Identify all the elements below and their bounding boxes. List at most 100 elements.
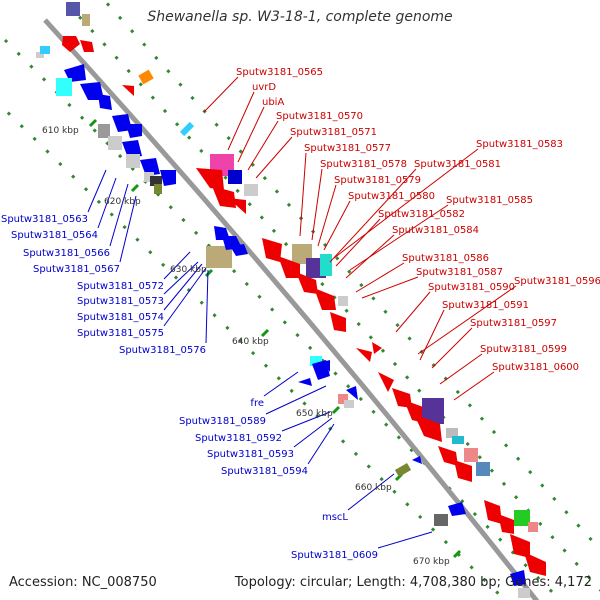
gene-arrow-forward bbox=[212, 186, 236, 208]
gene-label-reverse: Sputw3181_0592 bbox=[195, 433, 282, 444]
leader-line bbox=[163, 251, 191, 280]
gene-arrow-reverse bbox=[126, 124, 142, 138]
gene-box-forward bbox=[476, 462, 490, 476]
scale-tick bbox=[88, 118, 98, 128]
track-inner-reverse bbox=[3, 38, 563, 600]
gene-label-forward: Sputw3181_0570 bbox=[276, 111, 363, 122]
gene-label-reverse: Sputw3181_0574 bbox=[77, 312, 164, 323]
gene-label-forward: Sputw3181_0571 bbox=[290, 127, 377, 138]
leader-line bbox=[333, 148, 479, 259]
leader-line bbox=[265, 385, 327, 415]
scale-tick bbox=[331, 405, 341, 415]
gene-arrow-reverse bbox=[80, 82, 104, 100]
gene-label-forward: Sputw3181_0600 bbox=[492, 362, 579, 373]
gene-box-reverse bbox=[150, 176, 162, 186]
gene-arrow-forward bbox=[356, 348, 372, 362]
gene-label-reverse: Sputw3181_0594 bbox=[221, 466, 308, 477]
gene-box-forward bbox=[452, 436, 464, 444]
gene-label-forward: Sputw3181_0581 bbox=[414, 159, 501, 170]
gene-box-reverse bbox=[154, 184, 162, 194]
gene-label-forward: Sputw3181_0584 bbox=[392, 225, 479, 236]
gene-arrow-forward bbox=[454, 460, 472, 482]
gene-label-reverse: Sputw3181_0572 bbox=[77, 281, 164, 292]
gene-label-forward: Sputw3181_0577 bbox=[304, 143, 391, 154]
scale-label: 610 kbp bbox=[42, 126, 79, 136]
gene-box-reverse bbox=[434, 514, 448, 526]
leader-line bbox=[317, 184, 337, 247]
leader-line bbox=[419, 309, 445, 361]
gene-arrow-reverse bbox=[412, 456, 422, 464]
leader-line bbox=[395, 291, 431, 333]
leader-line bbox=[377, 531, 433, 549]
gene-label-reverse: Sputw3181_0593 bbox=[207, 449, 294, 460]
leader-line bbox=[323, 200, 351, 251]
gene-label-reverse: Sputw3181_0563 bbox=[1, 214, 88, 225]
gene-box-forward bbox=[514, 510, 530, 526]
leader-line bbox=[355, 262, 405, 293]
gene-arrow-forward bbox=[438, 446, 458, 466]
gene-arrow-forward bbox=[228, 198, 246, 214]
gene-label-forward: ubiA bbox=[262, 97, 284, 108]
leader-line bbox=[109, 183, 129, 247]
gene-label-reverse: fre bbox=[250, 398, 264, 409]
leader-line bbox=[255, 136, 293, 179]
gene-label-reverse: Sputw3181_0567 bbox=[33, 264, 120, 275]
gene-label-reverse: Sputw3181_0573 bbox=[77, 296, 164, 307]
leader-line bbox=[263, 371, 299, 397]
leader-line bbox=[349, 204, 449, 271]
gene-box-forward bbox=[320, 254, 332, 276]
leader-line bbox=[335, 218, 381, 267]
gene-box-reverse bbox=[36, 52, 44, 58]
gene-label-reverse: Sputw3181_0576 bbox=[119, 345, 206, 356]
gene-label-forward: Sputw3181_0578 bbox=[320, 159, 407, 170]
gene-box-forward bbox=[179, 121, 195, 137]
gene-arrow-forward bbox=[122, 85, 134, 96]
gene-arrow-forward bbox=[372, 342, 382, 354]
gene-arrow-forward bbox=[62, 36, 80, 52]
leader-line bbox=[361, 276, 419, 299]
gene-arrow-reverse bbox=[322, 360, 330, 372]
gene-label-forward: Sputw3181_0590 bbox=[428, 282, 515, 293]
gene-arrow-forward bbox=[524, 552, 546, 576]
gene-label-forward: Sputw3181_0585 bbox=[446, 195, 533, 206]
gene-label-forward: Sputw3181_0582 bbox=[378, 209, 465, 220]
gene-arrow-forward bbox=[314, 288, 336, 310]
reverse-genes bbox=[36, 2, 530, 598]
gene-label-reverse: Sputw3181_0589 bbox=[179, 416, 266, 427]
gene-arrow-reverse bbox=[346, 386, 358, 400]
leader-line bbox=[87, 169, 107, 213]
scale-tick bbox=[130, 183, 140, 193]
track-outer-reverse bbox=[0, 102, 508, 600]
gene-label-reverse: Sputw3181_0564 bbox=[11, 230, 98, 241]
gene-box-reverse bbox=[108, 136, 122, 150]
gene-label-forward: Sputw3181_0565 bbox=[236, 67, 323, 78]
gene-box-reverse bbox=[82, 14, 90, 26]
forward-genes bbox=[62, 36, 546, 576]
gene-box-forward bbox=[464, 448, 478, 462]
scale-label: 620 kbp bbox=[104, 197, 141, 207]
gene-arrow-reverse bbox=[230, 244, 248, 256]
gene-arrow-forward bbox=[414, 414, 442, 442]
leader-line bbox=[453, 371, 495, 401]
gene-box-reverse bbox=[518, 588, 530, 598]
gene-arrow-reverse bbox=[448, 502, 466, 516]
gene-arrow-forward bbox=[510, 534, 530, 558]
gene-box-reverse bbox=[126, 154, 140, 168]
gene-arrow-forward bbox=[498, 514, 514, 534]
gene-arrow-forward bbox=[330, 312, 346, 332]
leader-line bbox=[307, 423, 335, 465]
leader-line bbox=[203, 76, 239, 113]
gene-box-reverse bbox=[310, 356, 322, 366]
gene-label-forward: Sputw3181_0599 bbox=[480, 344, 567, 355]
leader-line bbox=[247, 120, 279, 171]
scale-label: 660 kbp bbox=[355, 483, 392, 493]
gene-arrow-forward bbox=[196, 168, 224, 190]
leader-line bbox=[329, 168, 417, 263]
gene-label-reverse: Sputw3181_0566 bbox=[23, 248, 110, 259]
genome-backbone bbox=[43, 18, 540, 600]
reverse-gene-labels: Sputw3181_0563Sputw3181_0564Sputw3181_05… bbox=[1, 214, 378, 561]
leader-line bbox=[431, 327, 473, 369]
